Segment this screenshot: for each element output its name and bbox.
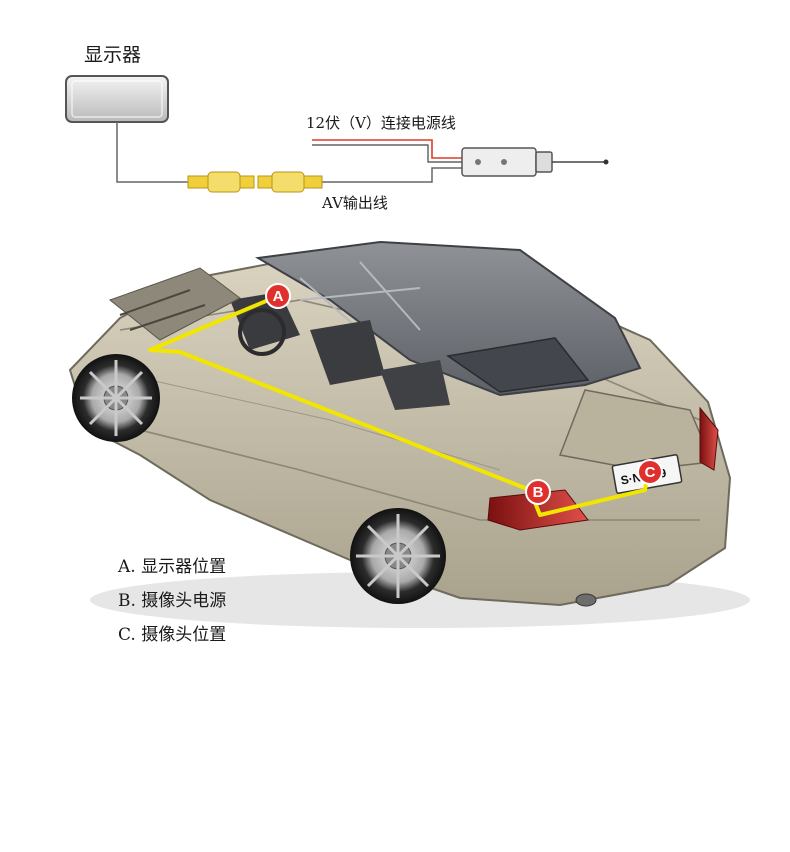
power-wire [312, 139, 462, 163]
marker-a: A [265, 283, 291, 309]
rear-wheel [350, 508, 446, 604]
legend-item-monitor-position: A. 显示器位置 [118, 557, 227, 577]
av-output-wire [116, 122, 462, 183]
car-illustration: S·NC 29 [68, 240, 750, 628]
legend-item-camera-position: C. 摄像头位置 [118, 625, 227, 645]
front-wheel [72, 354, 160, 442]
legend-item-camera-power: B. 摄像头电源 [118, 591, 227, 611]
legend: A. 显示器位置 B. 摄像头电源 C. 摄像头位置 [118, 552, 226, 654]
marker-b: B [525, 479, 551, 505]
monitor-icon [65, 75, 169, 123]
rca-connector-right [257, 171, 323, 193]
av-cable-label: AV输出线 [322, 194, 388, 212]
marker-c-label: C [645, 464, 656, 481]
rca-connector-left [187, 171, 255, 193]
marker-c: C [637, 459, 663, 485]
marker-a-label: A [273, 288, 284, 305]
power-cable-label: 12伏（V）连接电源线 [306, 114, 456, 132]
monitor-label: 显示器 [84, 44, 142, 66]
camera-unit [461, 147, 609, 177]
marker-b-label: B [533, 484, 544, 501]
